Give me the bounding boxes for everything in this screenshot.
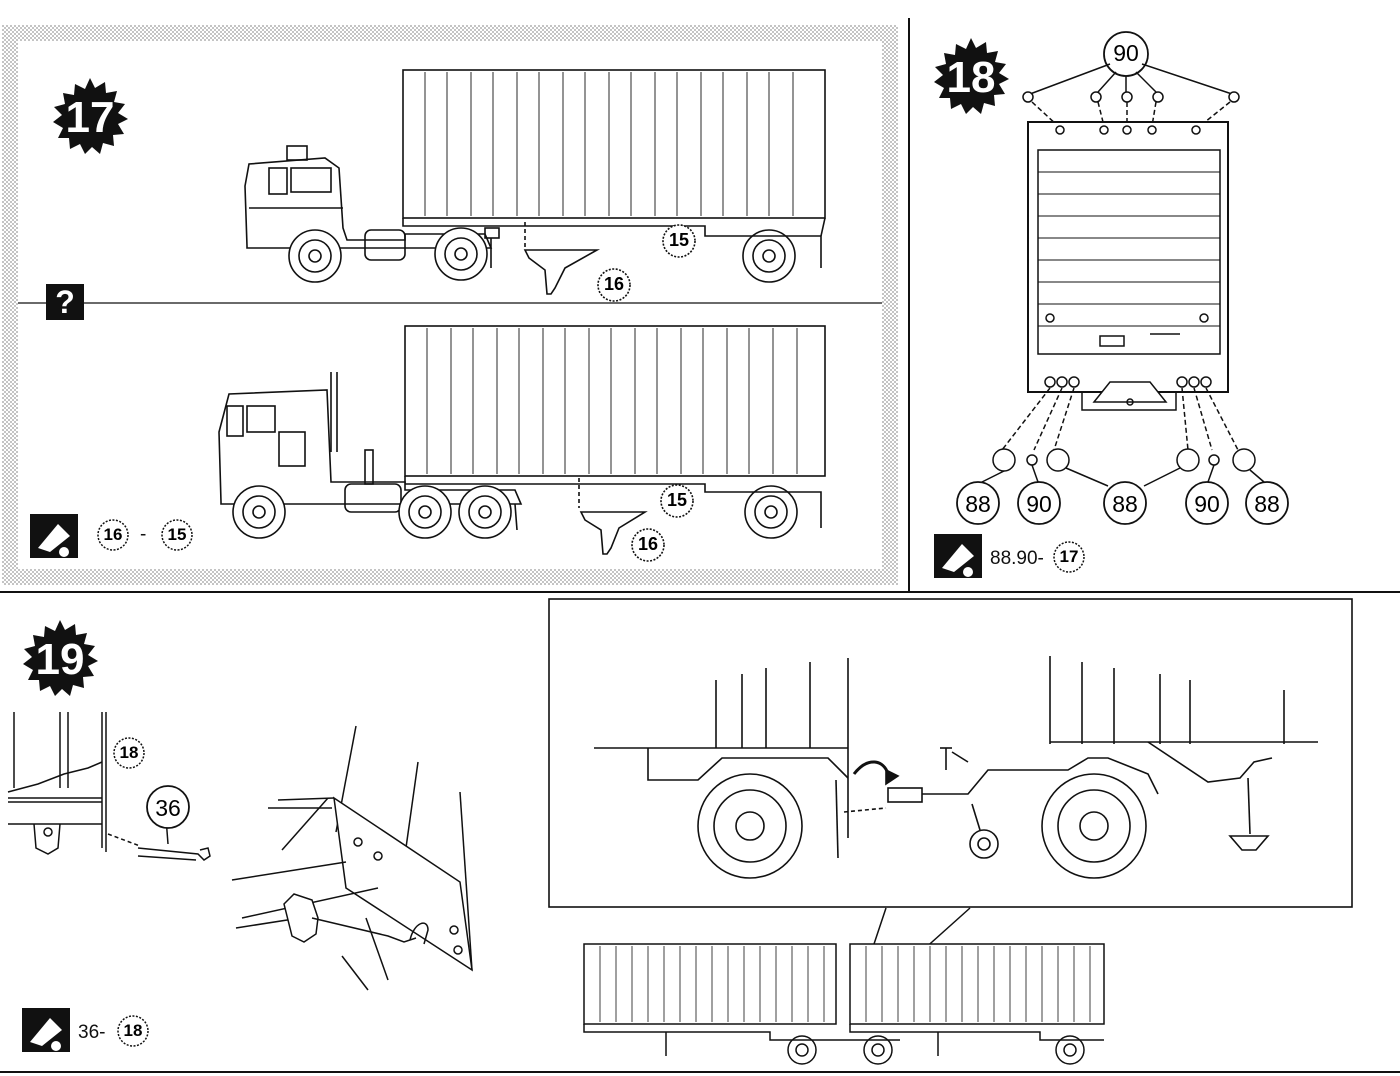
step-18-number: 18	[947, 53, 996, 102]
part-circle-icon	[117, 1015, 149, 1047]
part-circle-icon	[660, 484, 694, 518]
starburst-icon: 19	[23, 620, 98, 696]
ref-part-36: 36-	[78, 1022, 106, 1043]
truck-cabover-short-diagram	[244, 69, 826, 295]
part-circle-icon	[1053, 541, 1085, 573]
part-88-callout-1: 88	[955, 480, 1001, 531]
dolly-hitch-detail-box	[548, 598, 1353, 908]
ref-separator: -	[140, 524, 147, 545]
starburst-icon: 17	[53, 78, 128, 154]
part-90-label-top: 90	[1113, 40, 1139, 66]
ref-step-18: 18	[116, 1014, 150, 1053]
ref-part-16: 16	[96, 518, 130, 557]
part-circle-icon	[146, 785, 190, 829]
glue-tube-icon	[22, 1008, 70, 1052]
hitch-perspective-diagram	[231, 725, 473, 991]
part-circle-icon	[1017, 481, 1061, 525]
trailer-rear-lights-diagram	[977, 31, 1265, 487]
starburst-icon: 18	[934, 38, 1009, 114]
part-circle-icon	[1103, 481, 1147, 525]
step-18-glue-ref	[934, 534, 982, 583]
step-19-badge: 19	[22, 620, 98, 701]
ref-step-17: 17	[1052, 540, 1086, 579]
glue-tube-icon	[934, 534, 982, 578]
step-19-number: 19	[36, 635, 85, 684]
step-17-number: 17	[66, 93, 115, 142]
part-circle-icon	[161, 519, 193, 551]
step-19-glue-ref	[22, 1008, 70, 1057]
doubles-trailer-diagram	[583, 907, 1105, 1065]
part-90-callout-2: 90	[1184, 480, 1230, 531]
part-88-callout-3: 88	[1244, 480, 1290, 531]
question-mark-box: ?	[46, 284, 84, 320]
step-17-badge: 17	[52, 78, 128, 159]
part-15-callout-bottom: 15	[658, 482, 696, 525]
ref-parts-88-90: 88.90-	[990, 548, 1044, 569]
hook-detail-diagram	[7, 712, 211, 861]
part-circle-icon	[597, 268, 631, 302]
part-circle-icon	[97, 519, 129, 551]
part-circle-icon	[1185, 481, 1229, 525]
part-16-callout-top: 16	[595, 266, 633, 309]
part-16-callout-bottom: 16	[629, 526, 667, 569]
glue-tube-icon	[30, 514, 78, 558]
truck-cabover-tall-diagram	[218, 325, 826, 555]
part-circle-icon	[1245, 481, 1289, 525]
part-circle-icon	[113, 737, 145, 769]
step-17-glue-ref	[30, 514, 78, 563]
part-circle-icon	[662, 224, 696, 258]
step-19-ref-18: 18	[112, 736, 146, 775]
part-circle-icon	[956, 481, 1000, 525]
part-circle-icon	[631, 528, 665, 562]
part-90-callout-1: 90	[1016, 480, 1062, 531]
ref-part-15: 15	[160, 518, 194, 557]
part-15-callout-top: 15	[660, 222, 698, 265]
part-36-callout: 36	[145, 784, 191, 835]
step-18-badge: 18	[933, 38, 1009, 119]
part-88-callout-2: 88	[1102, 480, 1148, 531]
